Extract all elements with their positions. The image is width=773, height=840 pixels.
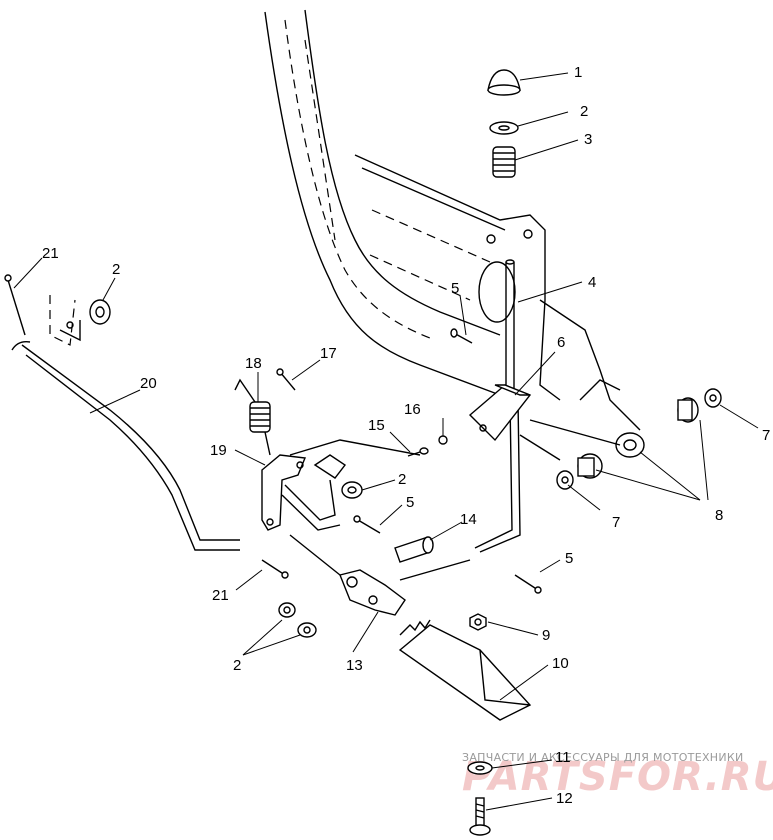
screw-15 — [407, 447, 429, 457]
pin-14 — [394, 536, 434, 563]
callout-7: 7 — [762, 427, 770, 444]
callout-10: 10 — [552, 655, 569, 672]
knob-cap — [487, 69, 521, 96]
bushings-right — [615, 388, 722, 458]
bushings-center — [556, 453, 603, 490]
nut-9 — [469, 613, 487, 631]
cotter-21-low — [261, 559, 289, 579]
callout-7: 7 — [612, 514, 620, 531]
washer-11 — [467, 761, 493, 775]
cotter-21-left — [4, 274, 26, 336]
bracket-cutout — [478, 261, 516, 323]
callout-8: 8 — [715, 507, 723, 524]
callout-2: 2 — [580, 103, 588, 120]
washers-2-low — [278, 602, 317, 638]
callout-5: 5 — [565, 550, 573, 567]
washer-top — [489, 121, 519, 135]
screw-5-low — [514, 574, 542, 594]
frame-outline — [264, 9, 641, 431]
linkage-rod — [11, 340, 240, 551]
axle-lines — [519, 419, 621, 461]
callout-19: 19 — [210, 442, 227, 459]
callout-12: 12 — [556, 790, 573, 807]
washer-2-left — [89, 299, 111, 325]
nut-16 — [438, 435, 448, 445]
callout-6: 6 — [557, 334, 565, 351]
screw-5-top — [450, 328, 473, 344]
spring-18 — [234, 378, 271, 456]
bracket-edge — [579, 379, 621, 401]
callout-15: 15 — [368, 417, 385, 434]
callout-labels: 1 2 3 4 5 6 7 8 7 21 2 18 17 20 16 15 19… — [42, 64, 770, 807]
callout-4: 4 — [588, 274, 596, 291]
washer-2-center — [341, 481, 363, 499]
bracket-left — [49, 295, 81, 346]
callout-16: 16 — [404, 401, 421, 418]
callout-14: 14 — [460, 511, 477, 528]
callout-17: 17 — [320, 345, 337, 362]
callout-5: 5 — [406, 494, 414, 511]
callout-5: 5 — [451, 280, 459, 297]
watermark-caption: ЗАПЧАСТИ И АКСЕССУАРЫ ДЛЯ МОТОТЕХНИКИ — [462, 751, 744, 764]
pedal-bracket-13 — [289, 534, 471, 616]
bolt-12 — [469, 797, 491, 836]
watermark: PARTSFOR.RU ЗАПЧАСТИ И АКСЕССУАРЫ ДЛЯ МО… — [462, 751, 773, 800]
pedal-10 — [398, 619, 532, 721]
callout-18: 18 — [245, 355, 262, 372]
callout-21: 21 — [212, 587, 229, 604]
watermark-brand: PARTSFOR.RU — [462, 754, 773, 800]
leader-lines — [13, 72, 759, 811]
callout-13: 13 — [346, 657, 363, 674]
screw-17 — [276, 368, 296, 391]
callout-2: 2 — [233, 657, 241, 674]
callout-2: 2 — [398, 471, 406, 488]
callout-20: 20 — [140, 375, 157, 392]
throttle-rod — [474, 259, 521, 553]
screw-5-mid — [353, 515, 381, 534]
callout-1: 1 — [574, 64, 582, 81]
callout-2: 2 — [112, 261, 120, 278]
callout-9: 9 — [542, 627, 550, 644]
spring-top — [492, 146, 516, 178]
pivot-bracket — [468, 384, 532, 442]
pedal-arm-19 — [261, 439, 421, 531]
callout-11: 11 — [555, 749, 571, 766]
callout-21: 21 — [42, 245, 59, 262]
callout-3: 3 — [584, 131, 592, 148]
